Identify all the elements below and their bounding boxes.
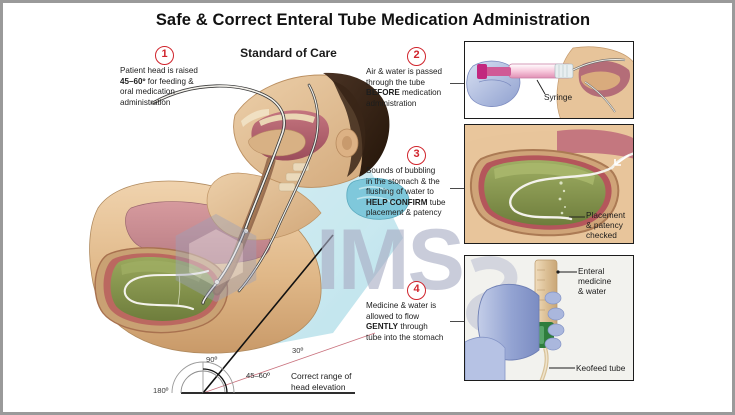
callout-3-line-2: in the stomach & the	[366, 176, 440, 186]
callout-number-2: 2	[407, 47, 426, 66]
enteral-label-line-3: & water	[578, 286, 607, 297]
callout-text-3: Sounds of bubbling in the stomach & the …	[366, 166, 460, 219]
callout-2-line-1: Air & water is passed	[366, 67, 443, 76]
callout-1-line-3: oral medication	[120, 87, 175, 97]
callout-number-3: 3	[407, 146, 426, 165]
callout-1-line-1: Patient head is raised	[120, 66, 198, 75]
placement-label-line-3: checked	[586, 230, 617, 241]
callout-3-line-4: HELP CONFIRM tube	[366, 197, 446, 207]
enteral-medicine-label: Enteral medicine & water	[578, 266, 632, 297]
callout-4-line-3: GENTLY through	[366, 322, 428, 332]
callout-3-line-3: flushing of water to	[366, 187, 434, 197]
callout-1-line-2: 45–60º for feeding &	[120, 76, 194, 86]
callout-text-4: Medicine & water is allowed to flow GENT…	[366, 301, 462, 343]
callout-3-line-1: Sounds of bubbling	[366, 166, 436, 175]
callout-2-line-4: administration	[366, 98, 417, 108]
callout-1-line-4: administration	[120, 97, 171, 107]
placement-label-line-2: & patency	[586, 220, 623, 231]
leader-line-4	[450, 321, 464, 322]
angle-30-label: 30º	[292, 346, 304, 355]
placement-label: Placement & patency checked	[586, 210, 633, 241]
placement-label-line-1: Placement	[586, 210, 626, 220]
head-elevation-note-line-2: head elevation	[291, 381, 346, 392]
protractor-diagram	[171, 361, 355, 394]
head-elevation-note-line-1: Correct range of	[291, 371, 352, 381]
nasogastric-tube	[151, 83, 320, 305]
callout-number-1: 1	[155, 46, 174, 65]
syringe-panel-art	[465, 42, 633, 118]
enteral-label-line-1: Enteral	[578, 266, 605, 276]
main-anatomy-illustration	[89, 72, 410, 394]
callout-2-line-2: through the tube	[366, 77, 425, 87]
stomach-panel-art	[465, 125, 633, 243]
callout-4-line-2: allowed to flow	[366, 311, 420, 321]
leader-line-2	[450, 83, 464, 84]
angle-90-label: 90º	[206, 355, 218, 364]
elevation-angle-rays	[202, 234, 376, 394]
pillow	[346, 177, 410, 220]
leader-line-3	[450, 188, 464, 189]
angle-180-label: 180º	[153, 386, 169, 395]
section-subtitle: Standard of Care	[240, 46, 337, 60]
syringe-panel[interactable]: Syringe	[464, 41, 634, 119]
illustration-canvas: IMS Safe & Correct Enteral Tube Medicati…	[3, 3, 732, 412]
callout-4-line-4: tube into the stomach	[366, 332, 444, 342]
callout-3-line-5: placement & patency	[366, 208, 442, 218]
enteral-label-line-2: medicine	[578, 276, 612, 287]
callout-text-2: Air & water is passed through the tube B…	[366, 67, 458, 109]
callout-text-1: Patient head is raised 45–60º for feedin…	[120, 66, 212, 108]
keofeed-panel-art	[465, 256, 633, 380]
syringe-label: Syringe	[544, 92, 573, 102]
callout-2-line-3: BEFORE medication	[366, 88, 442, 98]
keofeed-panel[interactable]: Enteral medicine & water Keofeed tube	[464, 255, 634, 381]
callout-number-4: 4	[407, 281, 426, 300]
angle-range-label: 45–60º	[246, 371, 270, 380]
head-elevation-note: Correct range of head elevation	[291, 371, 371, 392]
callout-4-line-1: Medicine & water is	[366, 301, 437, 310]
stomach-panel[interactable]: Placement & patency checked	[464, 124, 634, 244]
keofeed-tube-label: Keofeed tube	[576, 363, 626, 373]
page-title: Safe & Correct Enteral Tube Medication A…	[155, 11, 591, 29]
